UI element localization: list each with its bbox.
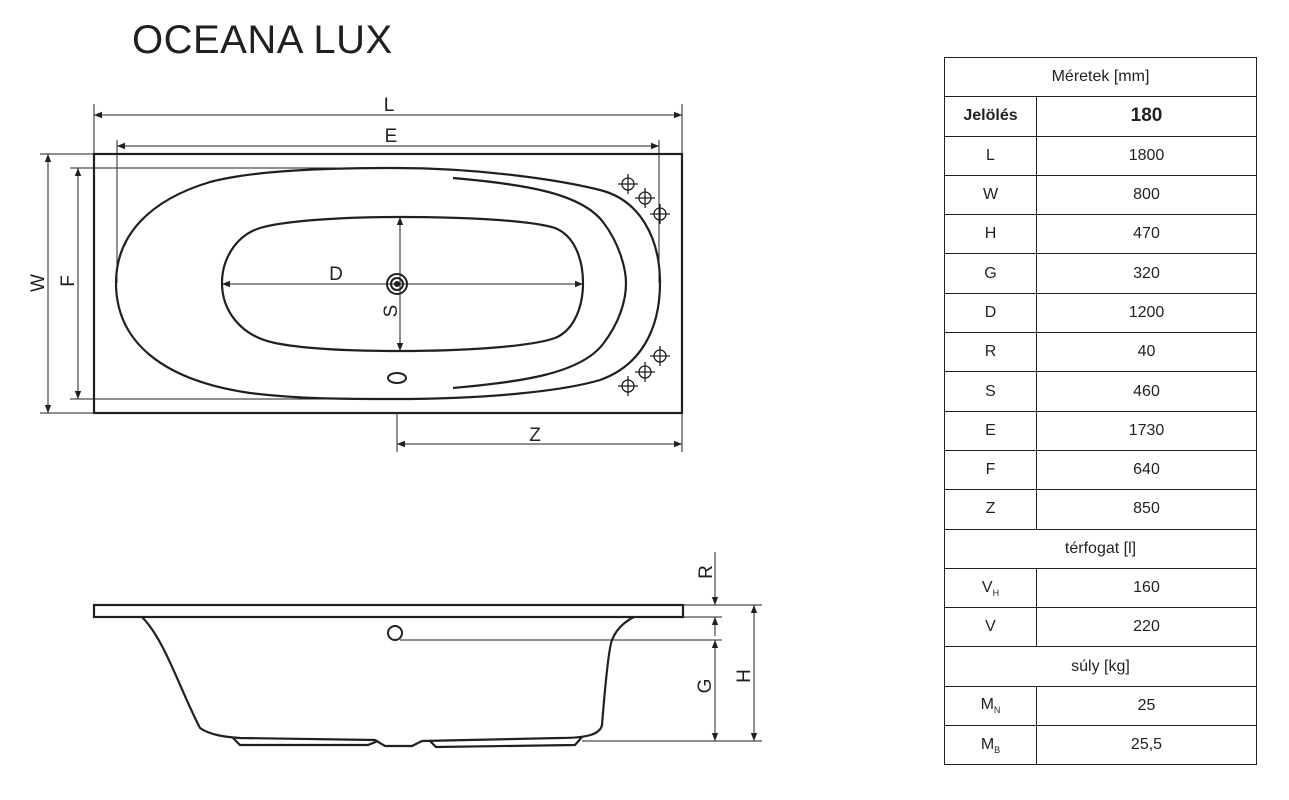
side-rim (92, 603, 685, 619)
overflow-icon (387, 372, 407, 384)
row-key: V (944, 607, 1037, 648)
label-h: H (734, 669, 755, 683)
row-key: E (944, 410, 1037, 451)
row-key-text: L (986, 146, 995, 164)
inner-rim-line (452, 176, 628, 390)
label-w: W (28, 274, 49, 292)
row-key: Z (944, 489, 1037, 530)
table-row: D 1200 (944, 292, 1257, 334)
table-row: F 640 (944, 449, 1257, 491)
row-key-text: Z (985, 500, 996, 518)
side-view (92, 552, 762, 749)
volume-header-cell: térfogat [l] (944, 528, 1257, 569)
row-value: 460 (1036, 371, 1257, 412)
table-row: L 1800 (944, 135, 1257, 176)
row-key-text: M (980, 696, 994, 714)
row-value: 40 (1036, 332, 1257, 373)
label-g: G (695, 679, 716, 694)
row-key-text: H (984, 225, 997, 243)
volume-header: térfogat [l] (944, 528, 1257, 569)
technical-drawing: L E W F D S Z R G H (28, 95, 762, 749)
row-value: 220 (1036, 607, 1257, 648)
table-row: V 220 (944, 607, 1257, 648)
table-header: Méretek [mm] (944, 56, 1257, 98)
row-key-text: F (985, 461, 996, 479)
row-value: 800 (1036, 174, 1257, 216)
row-key: W (944, 174, 1037, 216)
weight-header: súly [kg] (944, 646, 1257, 687)
label-e: E (385, 126, 398, 147)
row-key-text: Jelölés (963, 107, 1018, 125)
label-z: Z (529, 425, 541, 446)
table-row: Z 850 (944, 489, 1257, 530)
row-key: MB (944, 725, 1037, 766)
table-row: W 800 (944, 174, 1257, 216)
row-key: Jelölés (944, 96, 1037, 137)
product-title: OCEANA LUX (132, 18, 393, 62)
row-key: MN (944, 685, 1037, 727)
row-key: D (944, 292, 1037, 334)
overflow-icon-side (387, 625, 403, 641)
row-key-text: D (984, 303, 997, 321)
table-header-cell: Méretek [mm] (944, 56, 1257, 98)
label-s: S (381, 305, 402, 318)
row-key-subscript: H (992, 587, 1000, 598)
label-f: F (58, 275, 79, 287)
row-value: 320 (1036, 253, 1257, 294)
row-value: 470 (1036, 214, 1257, 255)
label-d: D (329, 264, 343, 285)
row-value: 850 (1036, 489, 1257, 530)
row-key: R (944, 332, 1037, 373)
row-key-text: W (982, 186, 999, 204)
row-key-subscript: N (993, 705, 1001, 716)
jet-icons (618, 174, 670, 396)
row-key-text: M (980, 735, 995, 753)
row-key: S (944, 371, 1037, 412)
row-key-text: E (985, 421, 996, 439)
table-row: Jelölés 180 (944, 96, 1257, 137)
label-l: L (384, 95, 395, 116)
row-key: L (944, 135, 1037, 176)
row-key: G (944, 253, 1037, 294)
row-value: 640 (1036, 449, 1257, 491)
table-row: R 40 (944, 332, 1257, 373)
table-row: H 470 (944, 214, 1257, 255)
bathtub-rim-outline (92, 152, 684, 415)
weight-header-cell: súly [kg] (944, 646, 1257, 687)
row-key: H (944, 214, 1037, 255)
row-key-subscript: B (994, 744, 1001, 755)
top-view (40, 104, 684, 452)
row-value: 25 (1036, 685, 1257, 727)
row-value: 1730 (1036, 410, 1257, 451)
row-key-text: S (985, 382, 996, 400)
table-row: G 320 (944, 253, 1257, 294)
table-row: S 460 (944, 371, 1257, 412)
row-key: F (944, 449, 1037, 491)
row-key-text: G (984, 264, 997, 282)
row-key-text: V (981, 578, 993, 596)
label-r: R (696, 565, 717, 579)
row-value: 25,5 (1036, 725, 1257, 766)
row-key-text: V (985, 618, 996, 636)
row-key: VH (944, 567, 1037, 609)
row-value: 1200 (1036, 292, 1257, 334)
row-value: 1800 (1036, 135, 1257, 176)
row-key-text: R (984, 343, 997, 361)
row-value: 160 (1036, 567, 1257, 609)
row-value: 180 (1036, 96, 1257, 137)
table-row: E 1730 (944, 410, 1257, 451)
